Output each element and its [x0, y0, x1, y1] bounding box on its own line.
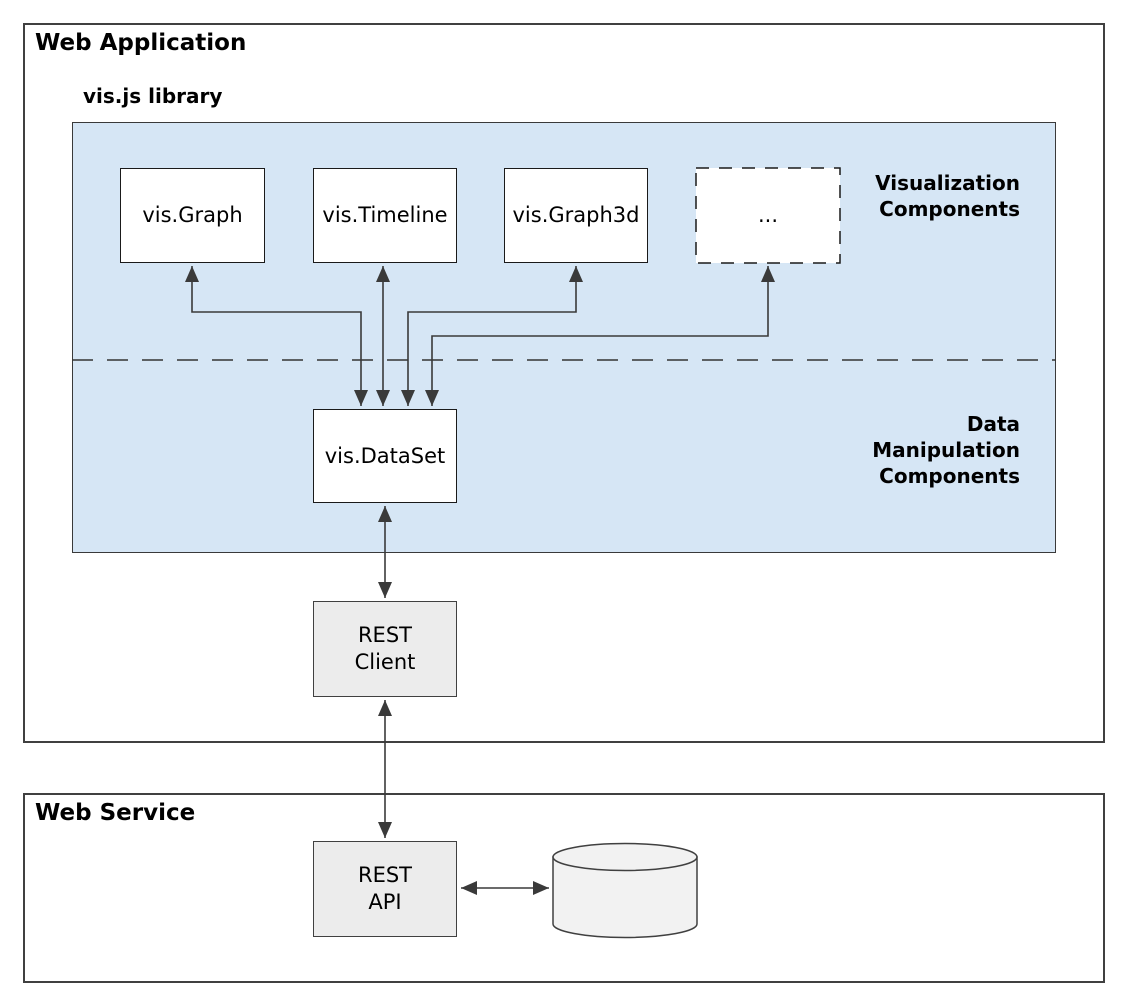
- node-rest-client-label-line2: Client: [354, 650, 416, 674]
- node-more-components-label: ...: [757, 203, 779, 227]
- data-store-label: Data: [599, 879, 651, 903]
- data-manipulation-components-label-line2: Manipulation: [872, 438, 1020, 462]
- node-vis-dataset-label: vis.DataSet: [324, 443, 446, 468]
- node-vis-graph: vis.Graph: [120, 168, 265, 263]
- node-vis-timeline: vis.Timeline: [313, 168, 457, 263]
- node-rest-api: REST API: [313, 841, 457, 937]
- visualization-components-label-line2: Components: [879, 197, 1020, 221]
- node-rest-api-label-line2: API: [368, 890, 402, 914]
- node-vis-dataset: vis.DataSet: [313, 409, 457, 503]
- data-manipulation-components-label-line3: Components: [879, 464, 1020, 488]
- data-manipulation-components-label-line1: Data: [966, 412, 1020, 436]
- visjs-library-label: vis.js library: [83, 84, 223, 108]
- node-vis-graph3d-label: vis.Graph3d: [512, 203, 640, 227]
- node-rest-api-label-line1: REST: [357, 863, 413, 887]
- node-vis-timeline-label: vis.Timeline: [322, 203, 448, 227]
- node-rest-client-label: REST Client: [355, 622, 416, 676]
- visualization-components-label-line1: Visualization: [875, 171, 1020, 195]
- visualization-components-label: Visualization Components: [780, 170, 1020, 222]
- web-application-title: Web Application: [35, 30, 247, 56]
- node-vis-graph-label: vis.Graph: [142, 203, 243, 227]
- node-rest-client-label-line1: REST: [357, 623, 412, 647]
- web-service-title: Web Service: [35, 800, 196, 826]
- node-rest-client: REST Client: [313, 601, 457, 697]
- node-rest-api-label: REST API: [358, 862, 412, 916]
- node-vis-graph3d: vis.Graph3d: [504, 168, 648, 263]
- data-manipulation-components-label: Data Manipulation Components: [780, 411, 1020, 489]
